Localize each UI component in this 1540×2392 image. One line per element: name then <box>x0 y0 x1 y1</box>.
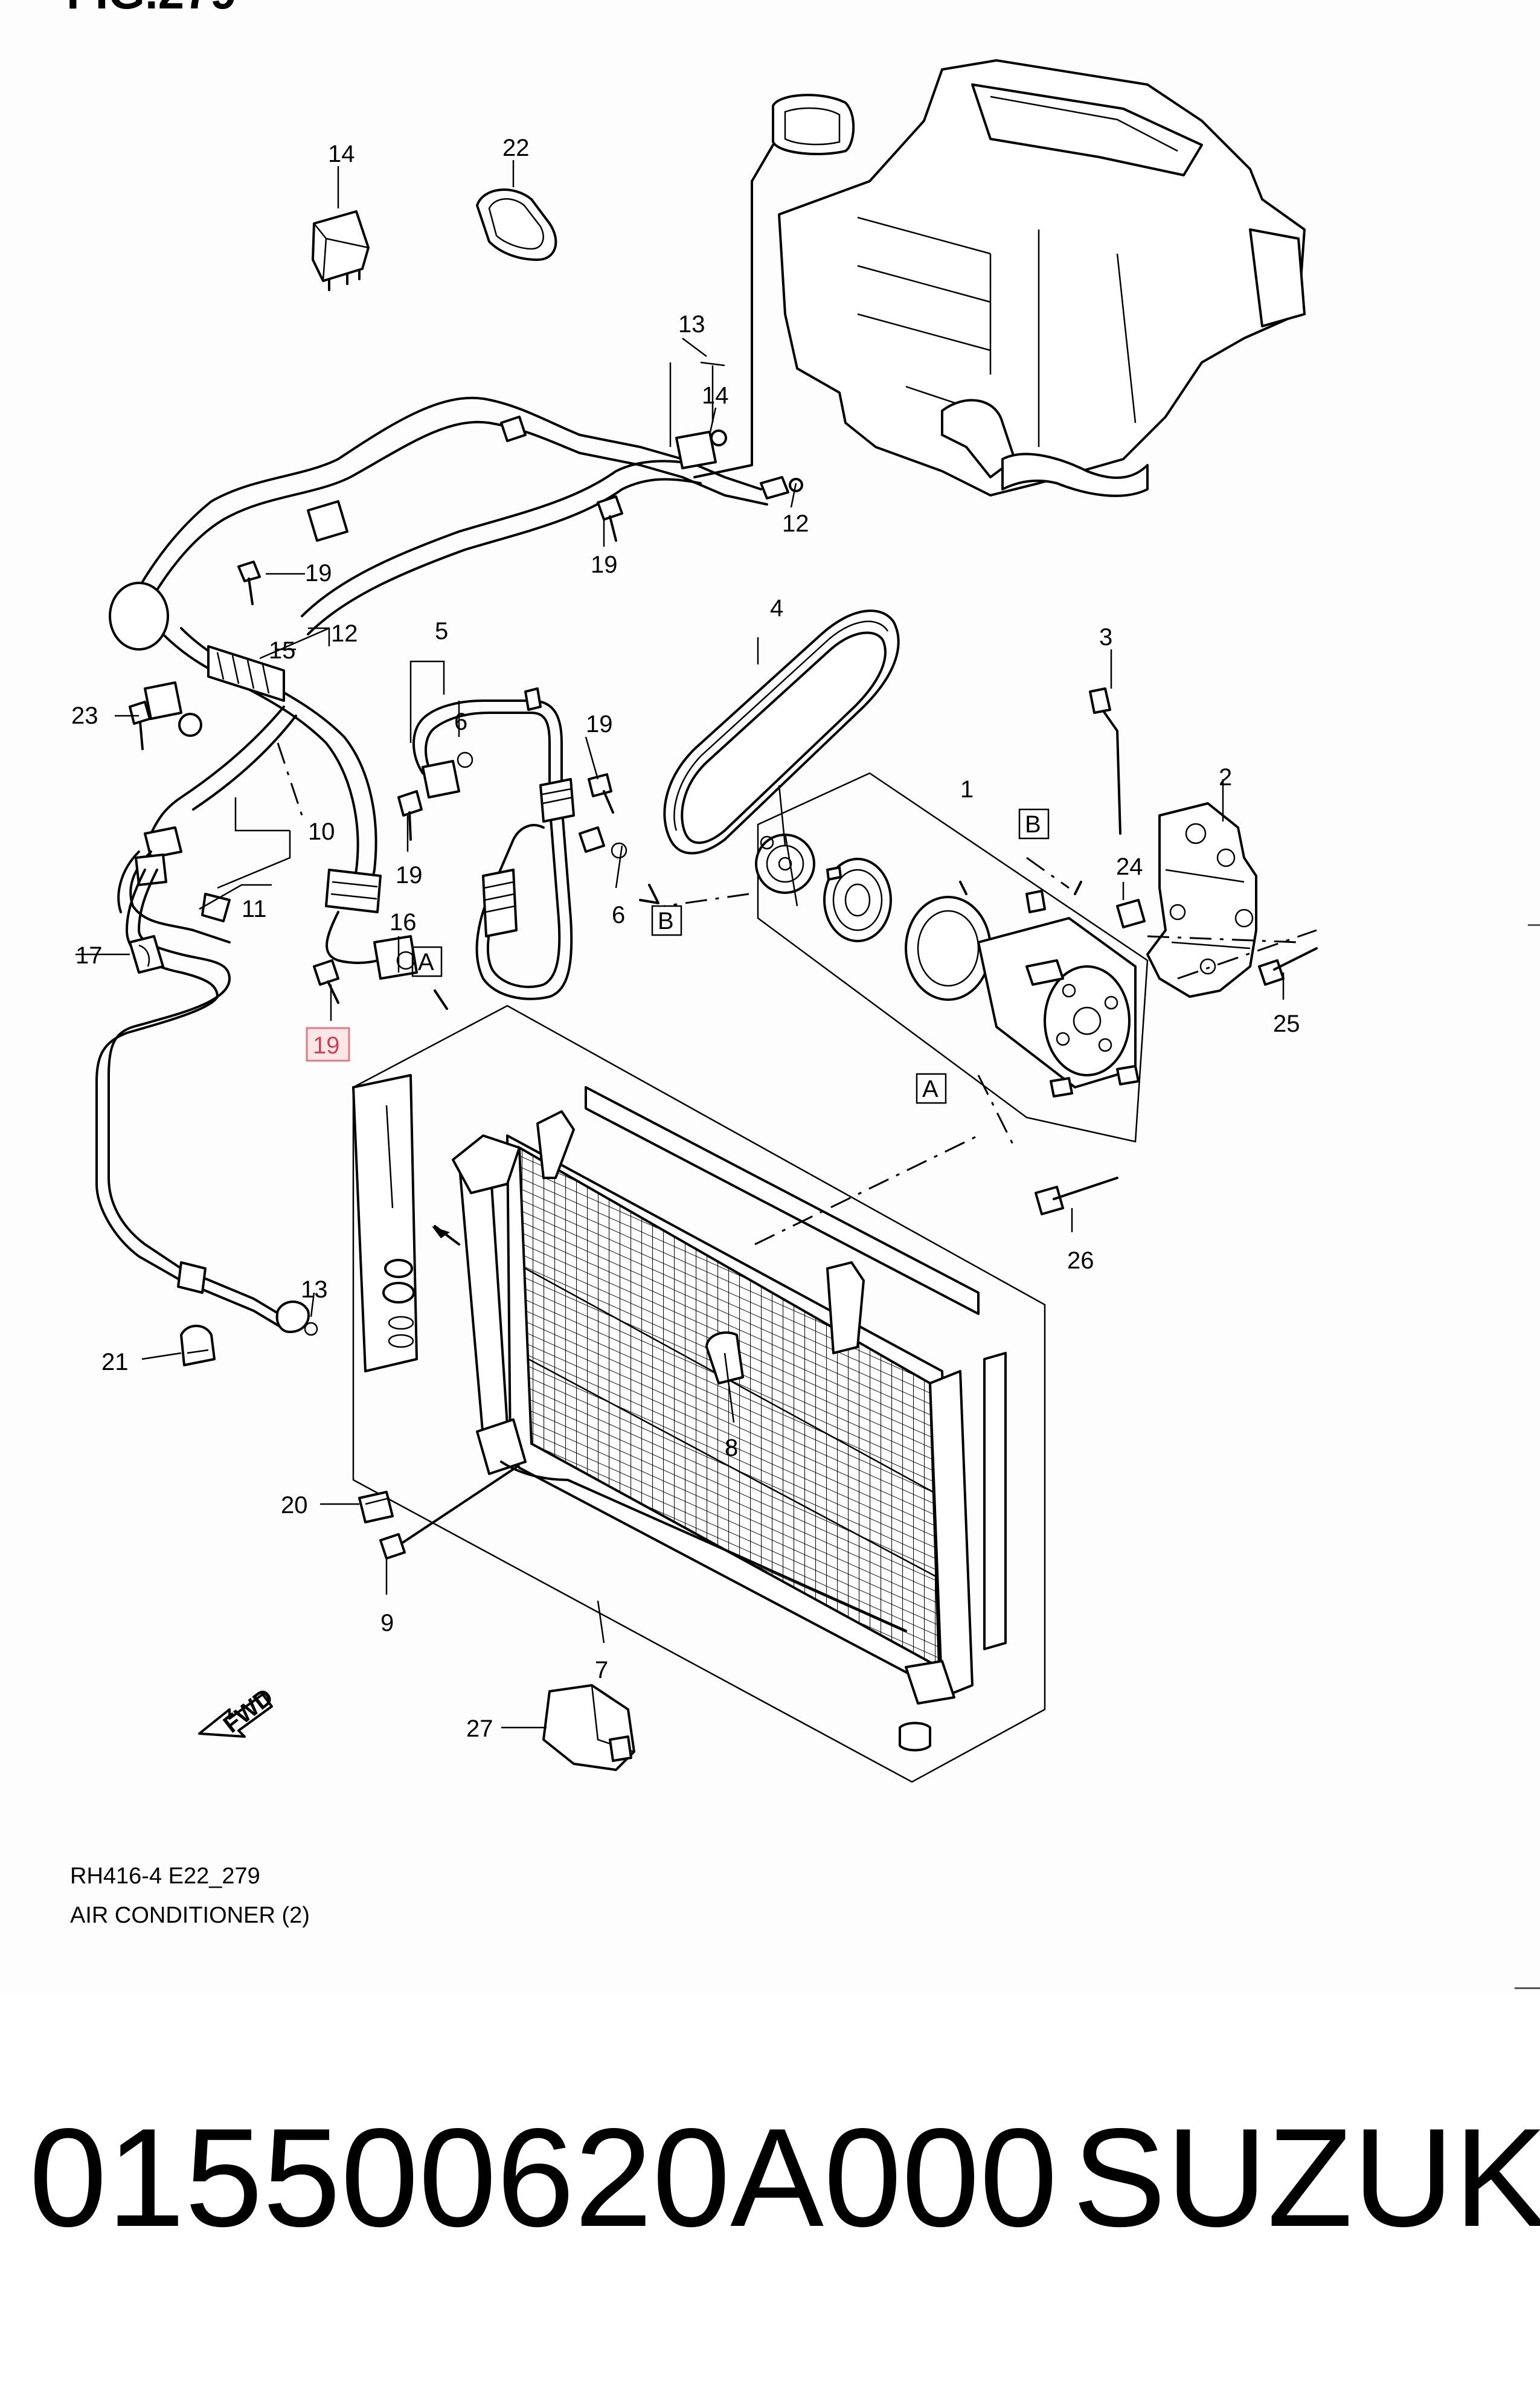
callout-23[interactable]: 23 <box>71 702 98 729</box>
compressor-bracket <box>1146 802 1257 998</box>
left-hose-assembly <box>109 582 418 980</box>
callout-17[interactable]: 14 <box>328 141 355 167</box>
callout-11[interactable]: 11 <box>242 896 267 922</box>
callout-4[interactable]: 4 <box>770 595 783 622</box>
ref-a-right: A <box>922 1076 938 1102</box>
clip-22 <box>180 1325 216 1366</box>
callout-18[interactable]: 17 <box>75 942 103 969</box>
callout-1[interactable]: 1 <box>960 776 974 803</box>
drive-belt <box>663 609 900 855</box>
callout-21[interactable]: 22 <box>502 135 530 161</box>
edge-mark-top <box>1528 924 1540 926</box>
reference-marks: A A B B <box>411 808 1050 1104</box>
liquid-line <box>95 869 318 1336</box>
reference-leaders <box>277 742 1317 1246</box>
relay <box>312 210 370 291</box>
callout-leaders <box>75 160 1285 1729</box>
parts-diagram: FWD <box>71 59 1318 1783</box>
callout-26[interactable]: 26 <box>1067 1247 1094 1274</box>
suction-discharge-lines <box>126 396 803 635</box>
highlighted-callout-box <box>306 1027 350 1062</box>
callout-3[interactable]: 3 <box>1099 624 1112 651</box>
callout-8[interactable]: 8 <box>725 1435 738 1461</box>
callout-25[interactable]: 25 <box>1273 1011 1300 1037</box>
callout-14-top[interactable]: 15 <box>269 637 296 664</box>
callout-19-center[interactable]: 19 <box>586 711 613 738</box>
callout-20[interactable]: 20 <box>281 1492 308 1519</box>
callout-6-right[interactable]: 6 <box>612 902 625 928</box>
callout-22[interactable]: 21 <box>101 1349 129 1375</box>
callout-19-mid[interactable]: 19 <box>396 862 423 889</box>
callout-7[interactable]: 7 <box>595 1657 608 1683</box>
ref-b-center: B <box>658 908 674 934</box>
ref-a-left: A <box>418 949 434 976</box>
callout-5[interactable]: 5 <box>435 618 448 645</box>
collar-24 <box>1116 899 1146 928</box>
callout-14-bottom[interactable]: 16 <box>390 909 417 936</box>
callout-24[interactable]: 24 <box>1116 854 1143 880</box>
callout-12-top[interactable]: 12 <box>782 510 809 537</box>
callout-13[interactable]: 12 <box>331 620 358 647</box>
condenser-assembly <box>352 1005 1046 1783</box>
callout-19-top[interactable]: 19 <box>591 551 618 578</box>
diagram-code: RH416-4 E22_279 <box>70 1863 260 1889</box>
fwd-arrow: FWD <box>198 1683 278 1738</box>
callout-6-center[interactable]: 6 <box>454 709 467 735</box>
callout-9[interactable]: 9 <box>380 1610 394 1636</box>
diagram-panel: FIG.279 <box>66 0 1540 1989</box>
callout-16[interactable]: 14 <box>702 382 729 409</box>
callout-27[interactable]: 27 <box>466 1715 493 1742</box>
ref-b-right: B <box>1025 811 1041 838</box>
gasket <box>476 188 557 261</box>
edge-mark-bottom <box>1515 1987 1540 1989</box>
footer-bar <box>0 1993 1540 2392</box>
section-name: AIR CONDITIONER (2) <box>70 1903 310 1928</box>
tube-3 <box>1089 687 1121 835</box>
callout-10[interactable]: 10 <box>308 818 335 845</box>
brand-name: SUZUKI <box>1073 2100 1540 2256</box>
pressure-switch-27 <box>542 1684 635 1771</box>
callouts: 14 22 13 14 12 19 19 12 15 23 5 6 19 6 1… <box>71 135 1300 1742</box>
compressor-assembly <box>755 772 1149 1143</box>
clip-23 <box>129 681 202 750</box>
callout-19-left[interactable]: 19 <box>305 560 332 587</box>
part-number: 015500620A000 <box>29 2100 1058 2256</box>
hvac-unit <box>693 59 1306 497</box>
center-pipe <box>412 687 627 1000</box>
clip-18 <box>129 935 164 974</box>
clip-20 <box>358 1491 394 1523</box>
figure-title: FIG.279 <box>66 0 237 20</box>
callout-12-bottom[interactable]: 13 <box>301 1276 328 1303</box>
callout-2[interactable]: 2 <box>1219 764 1232 791</box>
callout-15[interactable]: 13 <box>678 311 705 338</box>
callout-19-highlighted[interactable]: 19 <box>313 1032 340 1059</box>
